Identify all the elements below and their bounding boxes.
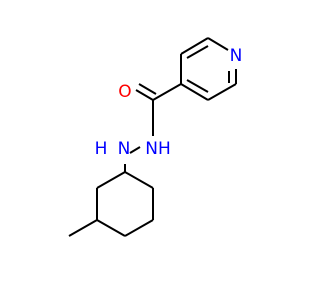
bond-c3-n xyxy=(207,37,229,51)
bond-c6-c1-inner xyxy=(186,79,209,93)
bonds xyxy=(68,37,237,237)
bond-cy1-cy2 xyxy=(124,171,154,189)
molecule-diagram: N O NH H N xyxy=(68,37,243,237)
bond-c6-c1 xyxy=(180,83,209,101)
bond-cy4-cy5 xyxy=(96,219,126,237)
bond-methyl xyxy=(68,219,98,237)
bond-ring-carbonyl xyxy=(152,83,182,101)
bond-cy6-cy1 xyxy=(96,171,126,189)
carbonyl-oxygen-label: O xyxy=(118,82,131,102)
atom-labels: N O NH H N xyxy=(95,46,243,159)
bond-nh-n xyxy=(129,146,141,154)
hydrazine-h-label: H xyxy=(95,139,108,159)
bond-carbonyl-o xyxy=(135,89,154,101)
bond-carbonyl-o-2 xyxy=(138,83,157,95)
bond-c2-c3-inner xyxy=(186,45,209,59)
bond-c2-c3 xyxy=(180,37,209,55)
bond-c5-c6 xyxy=(207,83,237,101)
hydrazine-n-label: N xyxy=(118,139,131,159)
amide-nh-label: NH xyxy=(145,139,171,159)
bond-cy3-cy4 xyxy=(124,219,154,237)
pyridine-nitrogen-label: N xyxy=(230,46,243,66)
